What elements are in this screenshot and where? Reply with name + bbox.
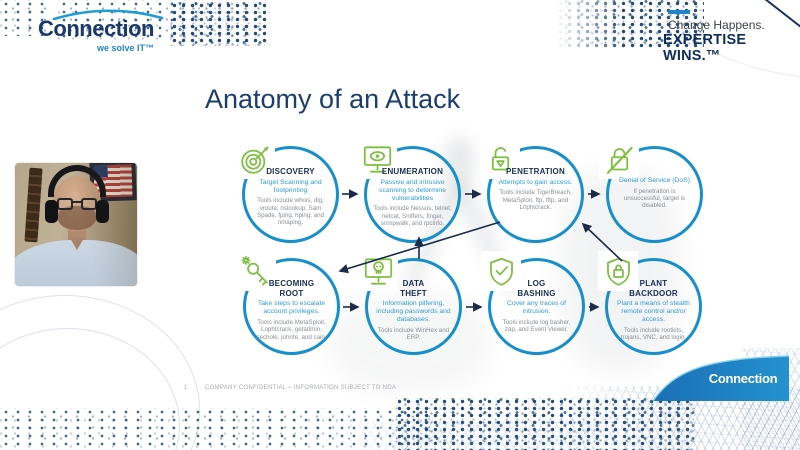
unlocked-padlock-icon — [480, 139, 520, 179]
step-circle — [488, 258, 585, 355]
presenter-shirt — [15, 240, 137, 286]
step-title: DATA THEFT — [400, 279, 427, 298]
headphone-cup-left — [45, 200, 58, 223]
attack-step-plant-backdoor: PLANT BACKDOOR Plant a means of stealth … — [598, 251, 702, 355]
attack-step-penetration: PENETRATION Attempts to gain access. Too… — [480, 139, 584, 243]
step-subtitle: Plant a means of stealth remote control … — [617, 300, 690, 324]
slogan-line2: EXPERTISE WINS.™ — [663, 31, 747, 64]
logo-swoosh-icon — [52, 9, 164, 21]
attack-step-enumeration: ENUMERATION Passive and intrusive scanni… — [357, 139, 461, 243]
dot-pattern-top-mid — [170, 2, 270, 46]
footer-page-number: 1 — [184, 385, 188, 391]
attack-step-data-theft: DATA THEFT Information pilfering, includ… — [358, 251, 462, 355]
step-title: BECOMING ROOT — [268, 279, 315, 298]
logo-text: Connection — [38, 16, 155, 41]
step-subtitle: Attempts to gain access. — [498, 178, 573, 186]
guitar-neck — [24, 167, 43, 243]
brand-slogan: Change Happens. EXPERTISE WINS.™ — [663, 10, 800, 64]
step-circle — [242, 146, 339, 243]
step-title: DISCOVERY — [266, 167, 315, 176]
slogan-accent-bar — [668, 10, 690, 14]
presenter-neck — [68, 225, 86, 241]
presenter-head — [53, 176, 101, 231]
step-tools: Tools include log basher, zap, and Event… — [502, 318, 571, 334]
step-tools: Tools include rootkits, trojans, VNC, an… — [620, 326, 687, 342]
headphones-band — [48, 165, 106, 197]
slogan-line1: Change Happens. — [668, 17, 765, 32]
slide-logo-ribbon — [652, 355, 790, 402]
step-circle — [605, 258, 702, 355]
attack-step-discovery: DISCOVERY Target Scanning and footprinti… — [235, 139, 339, 243]
background-watermark — [446, 138, 472, 164]
footer-confidential-text: COMPANY CONFIDENTIAL – INFORMATION SUBJE… — [205, 385, 397, 391]
step-circle — [606, 146, 703, 243]
presenter-beard — [58, 206, 96, 230]
step-circle — [243, 258, 340, 355]
attack-step-log-bashing: LOG BASHING Cover any traces of intrusio… — [481, 251, 585, 355]
step-tools: Tools include MetaSploit, Lophtcrack, ge… — [256, 318, 327, 341]
step-title: PENETRATION — [506, 167, 565, 176]
company-logo: Connection we solve IT™ — [38, 9, 164, 53]
step-subtitle: Passive and intrusive scanning to determ… — [379, 178, 446, 202]
logo-tagline: we solve IT™ — [96, 43, 154, 53]
mesh-pattern-bottom — [300, 420, 600, 450]
step-tools: Tools include whois, dig, vroute, nslook… — [256, 197, 325, 227]
step-circle — [487, 146, 584, 243]
step-subtitle: Denial of Service (DoS) — [618, 177, 690, 184]
step-subtitle: Information pilfering, including passwor… — [376, 300, 451, 324]
step-tools: If penetration is unsuccessful, target i… — [623, 187, 686, 210]
headphone-cup-right — [96, 200, 109, 223]
step-subtitle: Take steps to escalate account privilege… — [257, 300, 326, 316]
slide-title: Anatomy of an Attack — [205, 84, 461, 114]
ribbon-logo-text: Connection — [708, 371, 778, 386]
step-title: PLANT BACKDOOR — [629, 279, 678, 298]
step-tools: Tools include TigerBreach, MetaSploit, f… — [499, 189, 572, 211]
webcam-tile[interactable] — [15, 163, 137, 286]
dot-pattern-top-left — [0, 0, 48, 36]
dot-pattern-bottom-mid — [395, 398, 695, 450]
presenter-glasses — [56, 198, 98, 211]
step-subtitle: Cover any traces of intrusion. — [507, 300, 566, 316]
attack-step-becoming-root: BECOMING ROOT Take steps to escalate acc… — [236, 251, 340, 355]
presenter-collar — [70, 238, 84, 250]
disabled-lock-icon — [599, 139, 639, 179]
key-burst-icon — [236, 251, 276, 291]
step-subtitle: Target Scanning and footprinting — [259, 178, 322, 194]
monitor-eye-icon — [357, 139, 397, 179]
step-tools: Tools include WinHex and ERP. — [377, 326, 450, 342]
target-pencil-icon — [235, 139, 275, 179]
framed-flag-picture — [89, 163, 137, 202]
step-title: LOG BASHING — [517, 279, 556, 298]
step-title: ENUMERATION — [381, 167, 444, 176]
step-tools: Tools include Nessus, telnet, netcat, Sn… — [373, 205, 452, 228]
attack-step-denial-of-service: Denial of Service (DoS) If penetration i… — [599, 139, 703, 243]
